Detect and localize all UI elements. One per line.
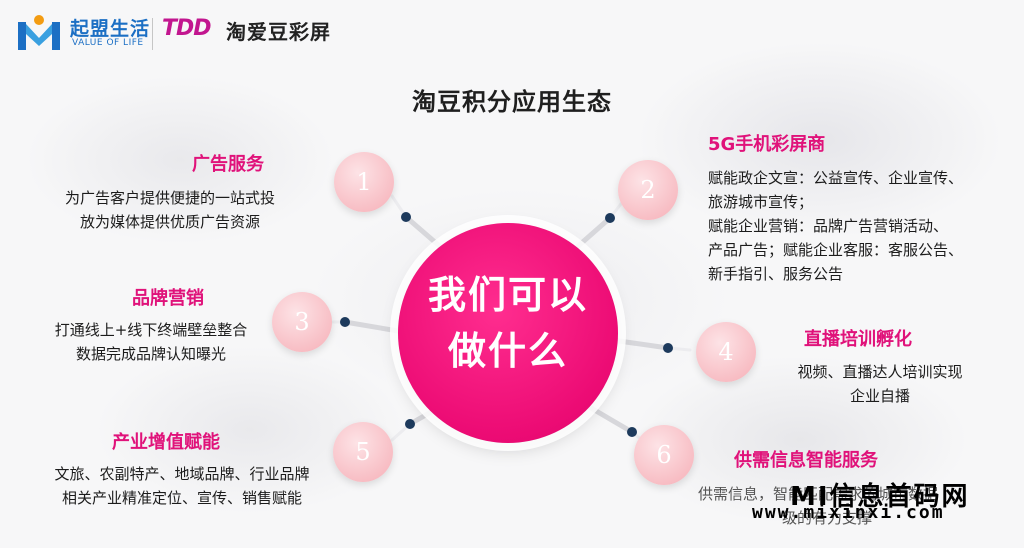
section-line: 视频、直播达人培训实现 [797,363,963,381]
section-title-industry-value: 产业增值赋能 [112,432,220,453]
brand-name: 淘爱豆彩屏 [226,20,331,44]
section-title-5g-screen: 5G手机彩屏商 [708,134,826,155]
number-circle-4: 4 [696,322,756,382]
connector-dot-6 [627,427,637,437]
qimeng-logo-icon [18,15,60,50]
section-body-live-training: 视频、直播达人培训实现 企业自播 [770,360,990,408]
number-circle-2: 2 [618,160,678,220]
header-divider [152,18,153,50]
section-line: 级的有力支撑 [782,509,873,527]
page-title: 淘豆积分应用生态 [412,88,612,116]
section-title-smart-service: 供需信息智能服务 [734,450,878,471]
section-line: 数据完成品牌认知曝光 [75,345,226,363]
site-watermark-url: www.mixinxi.com [752,502,945,523]
section-line: 旅游城市宣传； [708,193,814,211]
number-circle-5: 5 [333,422,393,482]
logo-english-tagline: VALUE OF LIFE [72,38,144,48]
section-line: 供需信息，智能匹配需求的城市数据 [698,485,939,503]
section-body-smart-service: 供需信息，智能匹配需求的城市数据 级的有力支撑 [698,482,1008,530]
connector-dot-3 [340,317,350,327]
section-line: 打通线上+线下终端壁垒整合 [54,321,248,339]
number-circle-6: 6 [634,425,694,485]
section-line: 企业自播 [849,387,910,405]
section-line: 为广告客户提供便捷的一站式投 [64,189,275,207]
logo-chinese-name: 起盟生活 [70,18,151,40]
connector-dot-5 [405,419,415,429]
section-title-brand-marketing: 品牌营销 [132,288,204,309]
section-line: 相关产业精准定位、宣传、销售赋能 [61,489,302,507]
section-body-brand-marketing: 打通线上+线下终端壁垒整合 数据完成品牌认知曝光 [24,318,278,366]
center-text-line1: 我们可以 [427,273,588,317]
section-line: 放为媒体提供优质广告资源 [79,213,260,231]
number-circle-1: 1 [334,152,394,212]
section-title-live-training: 直播培训孵化 [804,329,912,350]
number-circle-3: 3 [272,292,332,352]
section-title-ad-service: 广告服务 [192,154,264,175]
center-circle: 我们可以 做什么 [398,223,618,443]
section-body-ad-service: 为广告客户提供便捷的一站式投 放为媒体提供优质广告资源 [40,186,300,234]
section-line: 新手指引、服务公告 [708,265,844,283]
center-text-line2: 做什么 [447,329,568,373]
connector-dot-4 [663,343,673,353]
section-line: 赋能企业营销：品牌广告营销活动、 [708,217,949,235]
tdd-brand-logo: TDD [162,16,212,41]
section-body-industry-value: 文旅、农副特产、地域品牌、行业品牌 相关产业精准定位、宣传、销售赋能 [22,462,342,510]
section-line: 赋能政企文宣：公益宣传、企业宣传、 [708,169,964,187]
connector-dot-2 [605,213,615,223]
connector-dot-1 [401,212,411,222]
section-line: 产品广告；赋能企业客服：客服公告、 [708,241,964,259]
section-body-5g-screen: 赋能政企文宣：公益宣传、企业宣传、 旅游城市宣传； 赋能企业营销：品牌广告营销活… [708,166,1008,286]
site-watermark: MI信息首码网 [790,482,970,512]
section-line: 文旅、农副特产、地域品牌、行业品牌 [54,465,310,483]
